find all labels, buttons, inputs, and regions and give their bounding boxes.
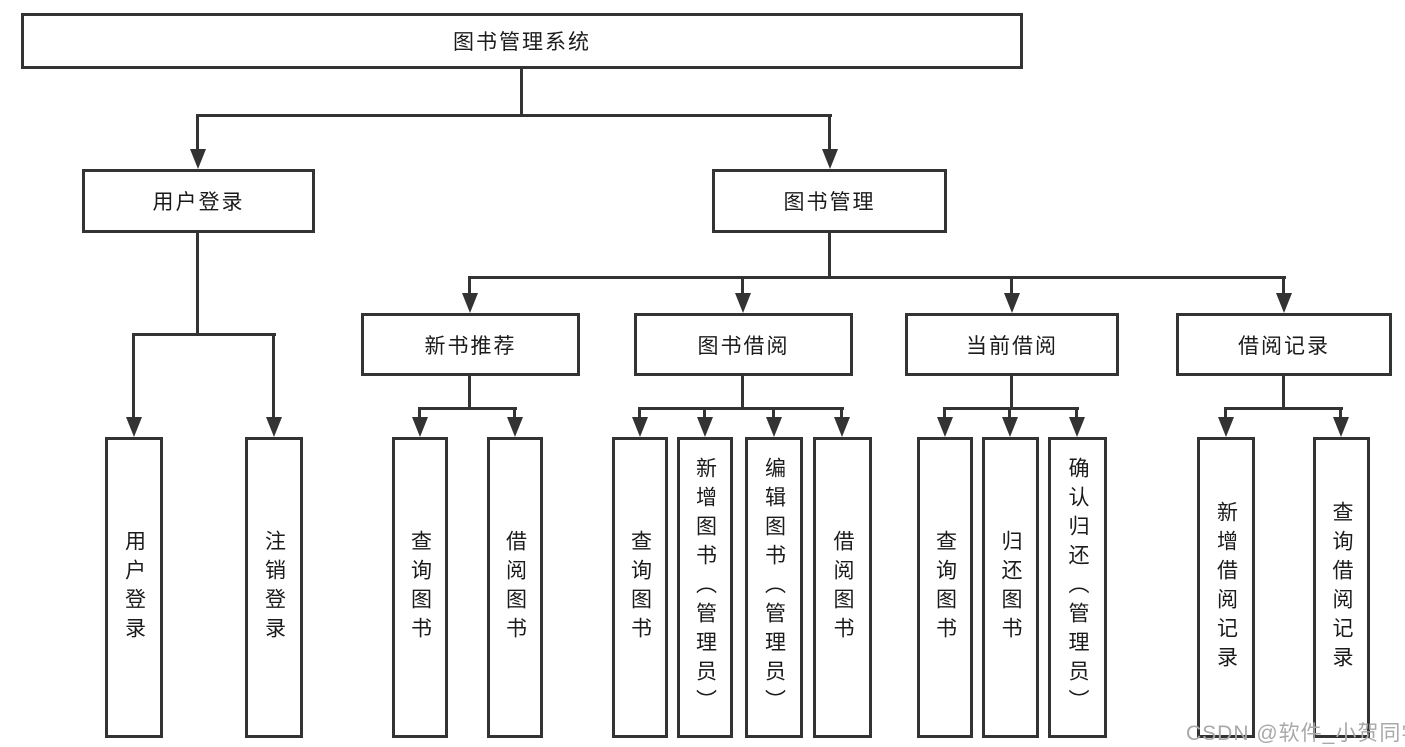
arrow-down-icon: [190, 149, 206, 169]
leaf-cb-confirm-return-admin: 确认归还（管理员）: [1048, 437, 1107, 738]
connector-drop-br-query: [1339, 407, 1342, 421]
node-current-borrow: 当前借阅: [905, 313, 1119, 376]
leaf-cb-return-books: 归还图书: [982, 437, 1039, 738]
node-new-book-recommend-label: 新书推荐: [424, 334, 517, 358]
connector-root-stem: [520, 69, 523, 117]
arrow-down-icon: [735, 293, 751, 313]
connector-new-books-rail: [418, 407, 517, 410]
connector-drop-new-books: [468, 276, 471, 296]
leaf-br-add-record: 新增借阅记录: [1197, 437, 1255, 738]
leaf-cb-query-books: 查询图书: [917, 437, 973, 738]
connector-drop-leaf-user-login: [132, 333, 135, 421]
arrow-down-icon: [126, 417, 142, 437]
connector-drop-nb-query: [418, 407, 421, 421]
connector-drop-cb-return: [1008, 407, 1011, 421]
leaf-nb-borrow-books: 借阅图书: [487, 437, 543, 738]
leaf-bb-edit-books-admin: 编辑图书（管理员）: [745, 437, 803, 738]
leaf-nb-borrow-books-label: 借阅图书: [503, 529, 527, 646]
arrow-down-icon: [266, 417, 282, 437]
connector-drop-current-borrow: [1010, 276, 1013, 296]
node-book-management: 图书管理: [712, 169, 947, 233]
node-user-login: 用户登录: [82, 169, 315, 233]
connector-borrow-records-stem: [1282, 376, 1285, 410]
connector-drop-bb-borrow: [840, 407, 843, 421]
leaf-br-query-record-label: 查询借阅记录: [1330, 500, 1353, 675]
leaf-bb-edit-books-admin-label: 编辑图书（管理员）: [762, 457, 786, 718]
leaf-bb-borrow-books: 借阅图书: [813, 437, 872, 738]
connector-book-borrow-stem: [741, 376, 744, 410]
arrow-down-icon: [834, 417, 850, 437]
leaf-br-add-record-label: 新增借阅记录: [1214, 500, 1238, 675]
arrow-down-icon: [697, 417, 713, 437]
leaf-cb-confirm-return-admin-label: 确认归还（管理员）: [1066, 457, 1089, 718]
arrow-down-icon: [412, 417, 428, 437]
connector-drop-cb-confirm: [1075, 407, 1078, 421]
arrow-down-icon: [1276, 293, 1292, 313]
leaf-user-login: 用户登录: [105, 437, 163, 738]
arrow-down-icon: [1069, 417, 1085, 437]
connector-drop-leaf-logout: [272, 333, 275, 421]
arrow-down-icon: [1218, 417, 1234, 437]
node-root-label: 图书管理系统: [453, 31, 591, 54]
node-current-borrow-label: 当前借阅: [966, 334, 1058, 358]
connector-drop-book-mgmt: [828, 114, 831, 152]
leaf-bb-borrow-books-label: 借阅图书: [831, 529, 854, 646]
connector-new-books-stem: [468, 376, 471, 410]
leaf-cb-query-books-label: 查询图书: [933, 529, 957, 646]
leaf-nb-query-books: 查询图书: [392, 437, 448, 738]
node-root: 图书管理系统: [21, 13, 1023, 69]
arrow-down-icon: [1333, 417, 1349, 437]
connector-user-login-stem: [196, 233, 199, 336]
node-user-login-label: 用户登录: [152, 191, 245, 214]
node-book-borrow-label: 图书借阅: [697, 334, 790, 358]
connector-drop-nb-borrow: [513, 407, 516, 421]
leaf-bb-query-books: 查询图书: [612, 437, 668, 738]
connector-drop-bb-query: [638, 407, 641, 421]
connector-drop-book-borrow: [741, 276, 744, 296]
node-book-management-label: 图书管理: [783, 191, 876, 214]
connector-root-rail: [196, 114, 832, 117]
leaf-bb-query-books-label: 查询图书: [628, 529, 652, 646]
connector-current-borrow-stem: [1010, 376, 1013, 410]
arrow-down-icon: [507, 417, 523, 437]
arrow-down-icon: [632, 417, 648, 437]
node-borrow-records: 借阅记录: [1176, 313, 1392, 376]
connector-drop-cb-query: [943, 407, 946, 421]
connector-borrow-records-rail: [1224, 407, 1343, 410]
connector-drop-br-add: [1224, 407, 1227, 421]
connector-book-mgmt-rail: [468, 276, 1286, 279]
leaf-logout: 注销登录: [245, 437, 303, 738]
connector-user-login-rail: [132, 333, 276, 336]
leaf-logout-label: 注销登录: [262, 529, 286, 646]
arrow-down-icon: [1004, 293, 1020, 313]
arrow-down-icon: [1002, 417, 1018, 437]
leaf-user-login-label: 用户登录: [122, 529, 146, 646]
leaf-bb-add-books-admin-label: 新增图书（管理员）: [693, 457, 717, 718]
connector-book-mgmt-stem: [828, 233, 831, 279]
connector-current-borrow-rail: [943, 407, 1079, 410]
leaf-cb-return-books-label: 归还图书: [999, 529, 1022, 646]
connector-book-borrow-rail: [638, 407, 844, 410]
leaf-bb-add-books-admin: 新增图书（管理员）: [677, 437, 733, 738]
connector-drop-bb-add: [703, 407, 706, 421]
arrow-down-icon: [766, 417, 782, 437]
arrow-down-icon: [462, 293, 478, 313]
leaf-nb-query-books-label: 查询图书: [408, 529, 432, 646]
node-new-book-recommend: 新书推荐: [361, 313, 580, 376]
node-borrow-records-label: 借阅记录: [1238, 334, 1330, 358]
connector-drop-user-login: [196, 114, 199, 152]
leaf-br-query-record: 查询借阅记录: [1313, 437, 1370, 738]
node-book-borrow: 图书借阅: [634, 313, 853, 376]
connector-drop-borrow-records: [1282, 276, 1285, 296]
arrow-down-icon: [822, 149, 838, 169]
arrow-down-icon: [937, 417, 953, 437]
connector-drop-bb-edit: [772, 407, 775, 421]
csdn-watermark: CSDN @软件_小贺同学: [1186, 722, 1405, 745]
